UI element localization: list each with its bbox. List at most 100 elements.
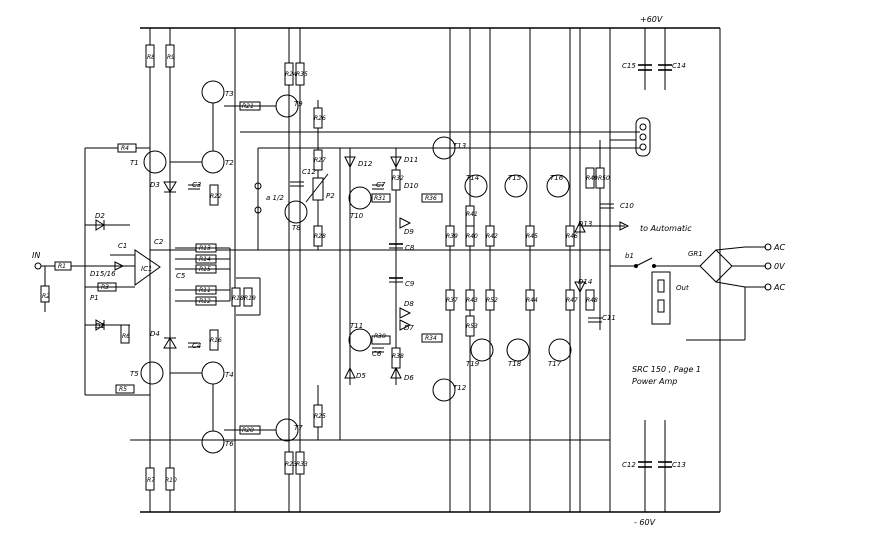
r9-label: R9 — [167, 54, 175, 61]
r44-label: R44 — [526, 297, 538, 304]
bias-network — [344, 148, 443, 385]
r12-label: R12 — [199, 298, 211, 305]
t11-label: T11 — [350, 322, 363, 330]
ic1-label: IC1 — [141, 265, 152, 273]
t19-label: T19 — [466, 360, 480, 368]
c6-label: C6 — [372, 350, 382, 358]
r4-label: R4 — [121, 145, 129, 152]
d14-label: D14 — [578, 278, 592, 286]
input-label: IN — [32, 251, 40, 260]
transistor-t14-icon — [464, 174, 488, 198]
c13-label: C13 — [672, 461, 686, 469]
t5-label: T5 — [130, 370, 139, 378]
r31-label: R31 — [374, 195, 386, 202]
transistor-t17-icon — [548, 338, 572, 362]
transistor-t3-icon — [201, 80, 225, 104]
t10-label: T10 — [350, 212, 364, 220]
r27-label: R27 — [314, 157, 326, 164]
jumper-a-icon — [254, 182, 262, 190]
r15-label: R15 — [199, 266, 211, 273]
t14-label: T14 — [466, 174, 479, 182]
t17-label: T17 — [548, 360, 562, 368]
c9-label: C9 — [405, 280, 415, 288]
to-automatic-label: to Automatic — [640, 224, 692, 233]
r8-label: R8 — [147, 54, 155, 61]
input-stage-transistors — [140, 44, 225, 491]
t13-label: T13 — [453, 142, 466, 150]
c10-label: C10 — [620, 202, 634, 210]
d13-label: D13 — [578, 220, 592, 228]
p2-label: P2 — [326, 192, 335, 200]
t16-label: T16 — [550, 174, 564, 182]
rail-pos-label: +60V — [640, 15, 663, 24]
ov-terminal-icon — [764, 262, 772, 270]
r6-label: R6 — [122, 333, 130, 340]
r21-label: R21 — [242, 103, 254, 110]
ac1-label: AC — [773, 243, 785, 252]
r48-label: R48 — [586, 297, 598, 304]
ac-terminal-2-icon — [764, 283, 772, 291]
r34-label: R34 — [425, 335, 437, 342]
b1-label: b1 — [625, 252, 634, 260]
r39-label: R39 — [446, 233, 458, 240]
labels: +60V - 60V IN to Automatic AC 0V AC Out … — [32, 15, 785, 527]
transistor-t19-icon — [470, 338, 494, 362]
r42-label: R42 — [486, 233, 498, 240]
out-label: Out — [676, 284, 689, 292]
transistor-t11-icon — [348, 328, 372, 352]
ac2-label: AC — [773, 283, 785, 292]
r40-label: R40 — [466, 233, 478, 240]
r47-label: R47 — [566, 297, 578, 304]
r53-label: R53 — [466, 323, 478, 330]
t1-label: T1 — [130, 159, 139, 167]
r20-label: R20 — [242, 427, 254, 434]
r7-label: R7 — [147, 477, 155, 484]
r3-label: R3 — [101, 284, 109, 291]
supply-rails — [130, 27, 721, 513]
d7-label: D7 — [404, 324, 414, 332]
r5-label: R5 — [119, 386, 127, 393]
title-line-1: SRC 150 , Page 1 — [632, 365, 701, 374]
r18-label: R18 — [232, 295, 244, 302]
c8-label: C8 — [405, 244, 415, 252]
t4-label: T4 — [225, 371, 234, 379]
d4-label: D4 — [150, 330, 160, 338]
r46-label: R46 — [566, 233, 578, 240]
supply-caps — [638, 28, 672, 512]
d1516-label: D15/16 — [90, 270, 116, 278]
d2-label: D2 — [95, 212, 105, 220]
r45-label: R45 — [526, 233, 538, 240]
r25-label: R25 — [314, 413, 326, 420]
r13-label: R13 — [199, 245, 211, 252]
r11-label: R11 — [199, 287, 211, 294]
t7-label: T7 — [294, 424, 303, 432]
c12-label: C12 — [622, 461, 636, 469]
r52-label: R52 — [486, 297, 498, 304]
r14-label: R14 — [199, 256, 211, 263]
r33-label: R33 — [296, 461, 308, 468]
d3-label: D3 — [150, 181, 160, 189]
transistor-t16-icon — [546, 174, 570, 198]
r41-label: R41 — [466, 211, 478, 218]
output-relay — [610, 257, 700, 325]
r43-label: R43 — [466, 297, 478, 304]
c4-label: C4 — [192, 342, 201, 350]
c2-label: C2 — [154, 238, 164, 246]
c12b-label: C12 — [302, 168, 316, 176]
a-half-label: a 1/2 — [266, 194, 284, 202]
r36-label: R36 — [425, 195, 437, 202]
r32-label: R32 — [392, 175, 404, 182]
d1-label: D1 — [95, 322, 105, 330]
r10-label: R10 — [165, 477, 177, 484]
transistor-t8-icon — [284, 200, 308, 224]
r49-label: R49 — [586, 175, 598, 182]
r1-label: R1 — [58, 263, 66, 270]
transistor-t5-icon — [140, 361, 164, 385]
transistor-t10-icon — [348, 186, 372, 210]
t9-label: T9 — [294, 100, 303, 108]
c7-label: C7 — [376, 181, 386, 189]
r35-label: R35 — [296, 71, 308, 78]
output-stage — [432, 28, 630, 512]
t2-label: T2 — [225, 159, 234, 167]
opamp-ic1-icon — [134, 249, 161, 286]
